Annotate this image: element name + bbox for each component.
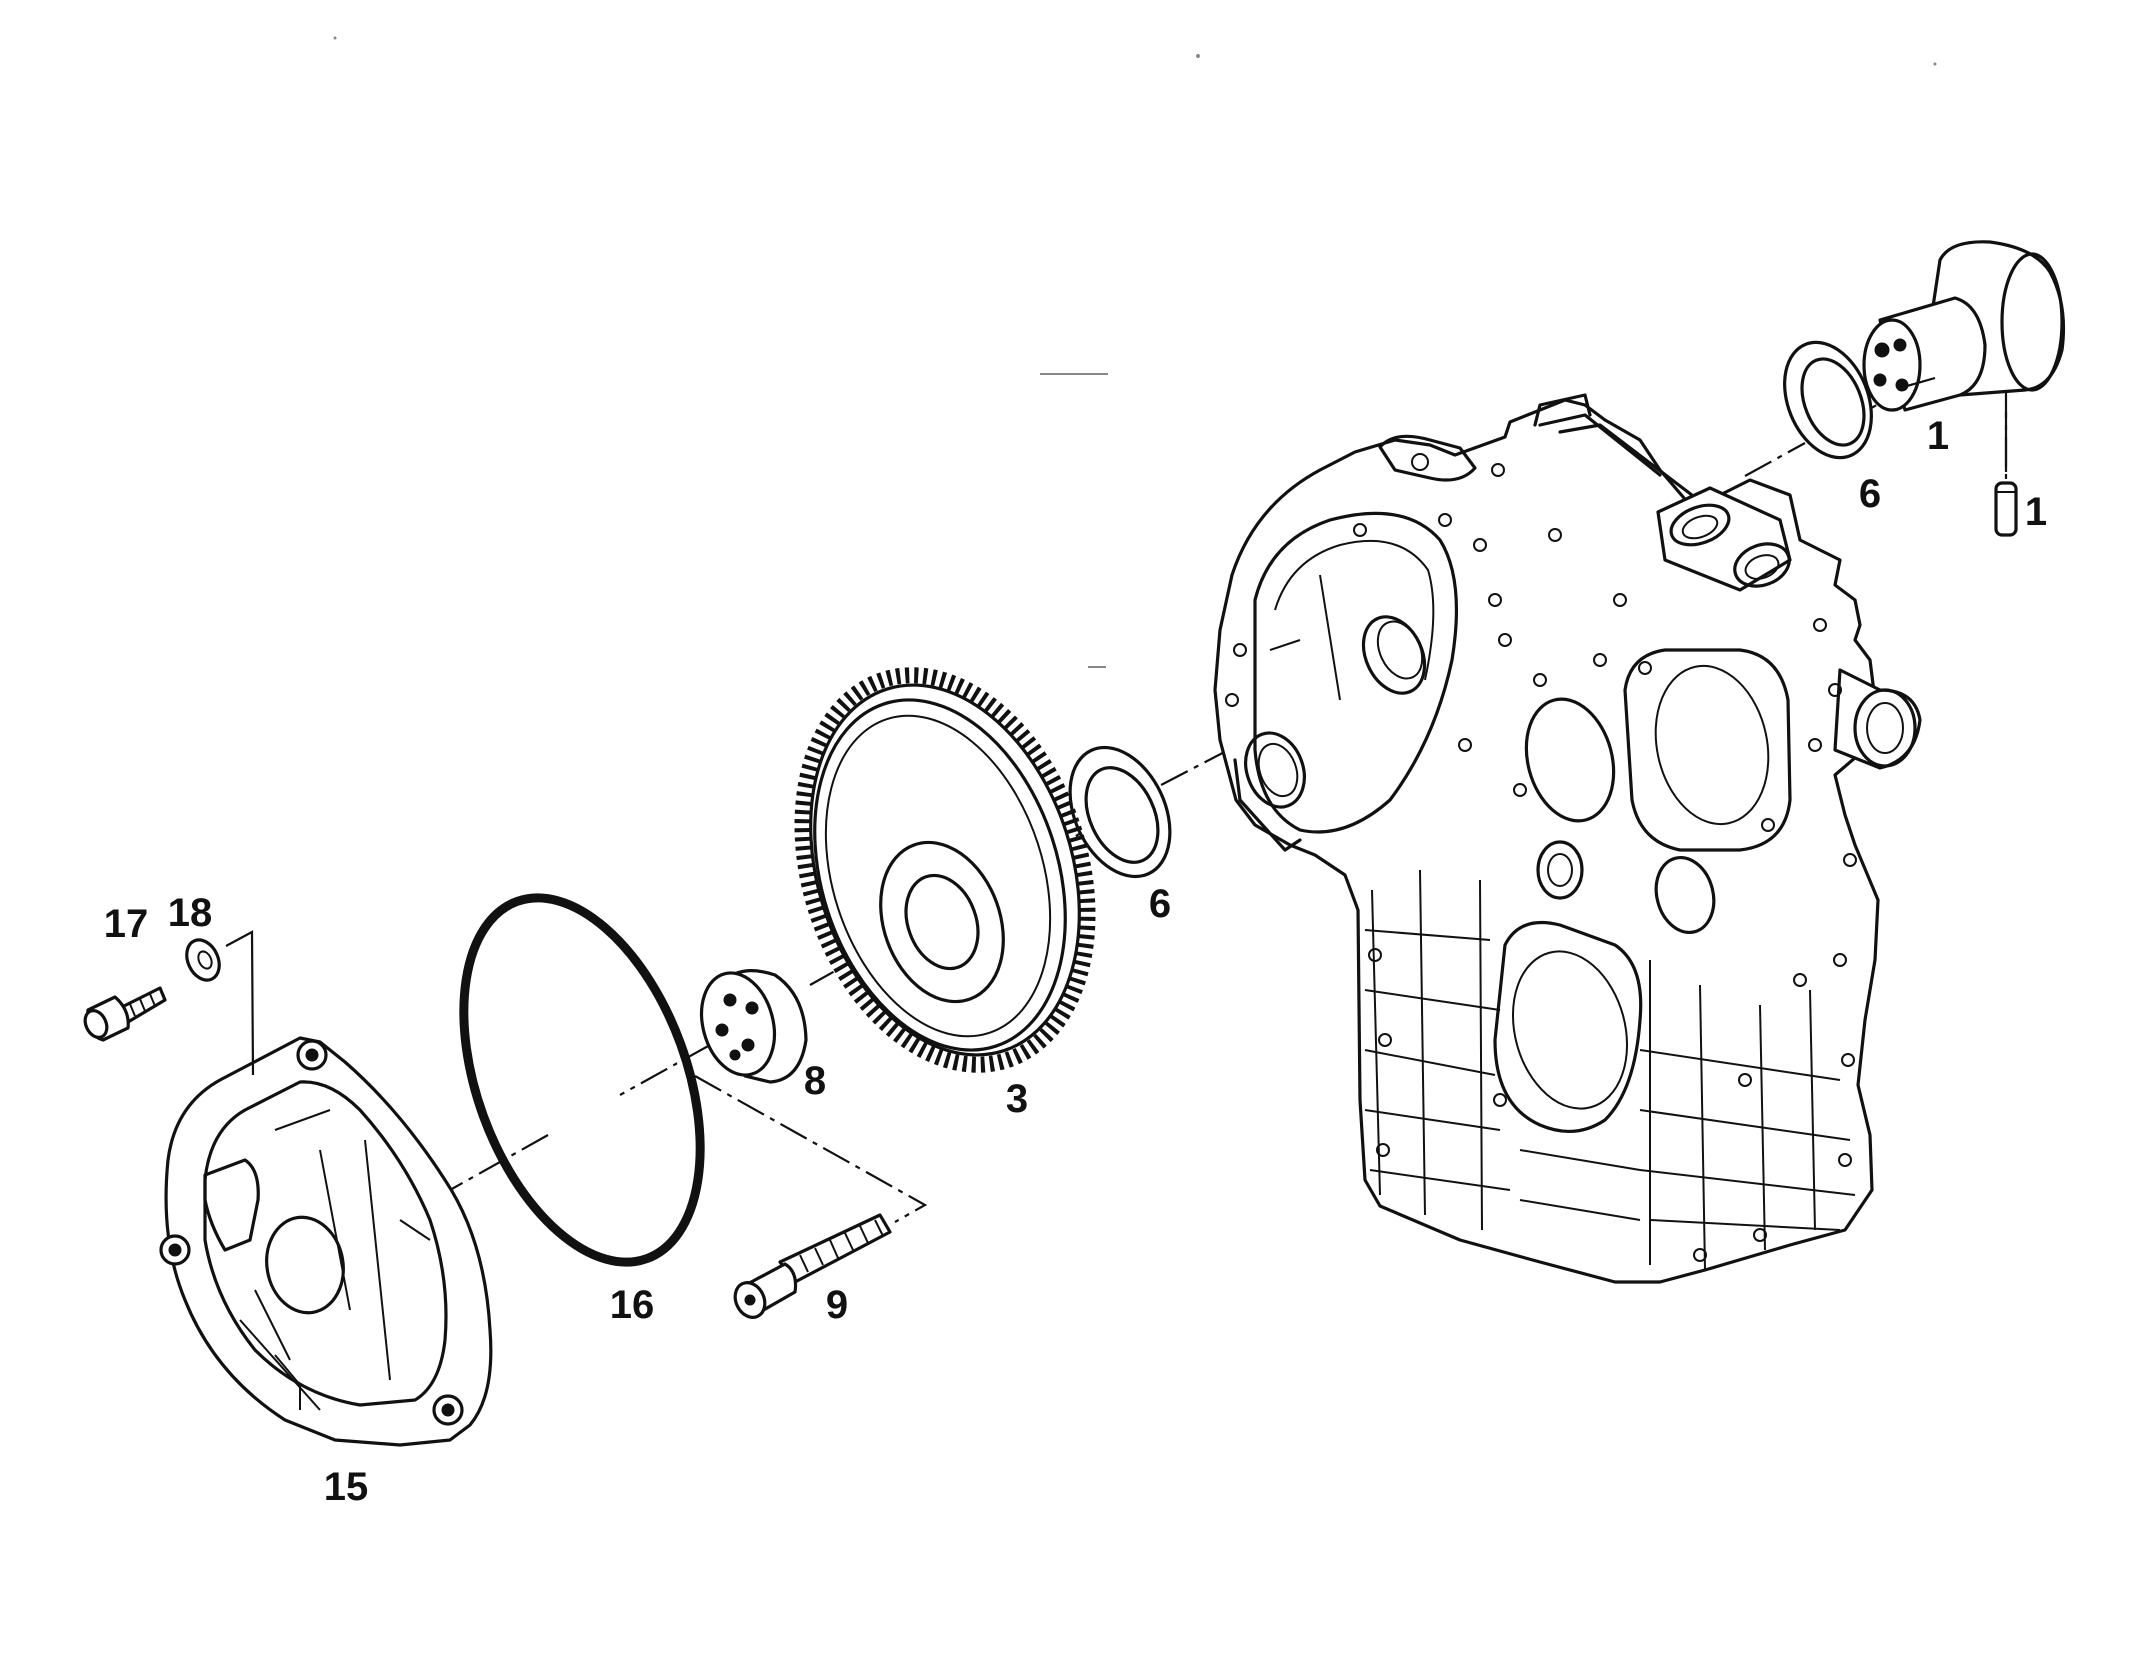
scan-noise [333,36,1937,668]
part-6-seal-top [1783,340,1873,460]
callout-1-bushing: 1 [1927,414,1949,458]
callout-6-seal-middle: 6 [1149,882,1171,926]
part-17-bolt [83,986,167,1042]
callout-9-bolt: 9 [826,1283,848,1327]
part-18-washer [185,938,221,982]
leader-lines [225,412,2008,1076]
part-3-camshaft-gear [794,667,1096,1073]
timing-case-housing [1213,393,1922,1284]
part-15-cover [159,1036,493,1447]
part-1-bushing [1862,240,2066,412]
callout-8-hub: 8 [804,1059,826,1103]
callout-1-pin: 1 [2025,490,2047,534]
callout-3-gear: 3 [1006,1077,1028,1121]
callout-16-o-ring: 16 [610,1283,655,1327]
callout-18-washer: 18 [168,891,213,935]
callout-6-seal-top: 6 [1859,472,1881,516]
part-16-o-ring [459,893,705,1267]
part-8-hub [700,969,808,1084]
part-6-seal-middle [1068,745,1172,879]
callout-17-bolt: 17 [104,902,149,946]
callout-labels: 1 1 6 6 3 8 9 16 15 17 18 [104,414,2047,1509]
callout-15-cover: 15 [324,1465,369,1509]
part-1-pin [1994,481,2018,537]
housing-bolt-holes [1225,463,1857,1262]
part-9-bolt [733,1213,892,1319]
